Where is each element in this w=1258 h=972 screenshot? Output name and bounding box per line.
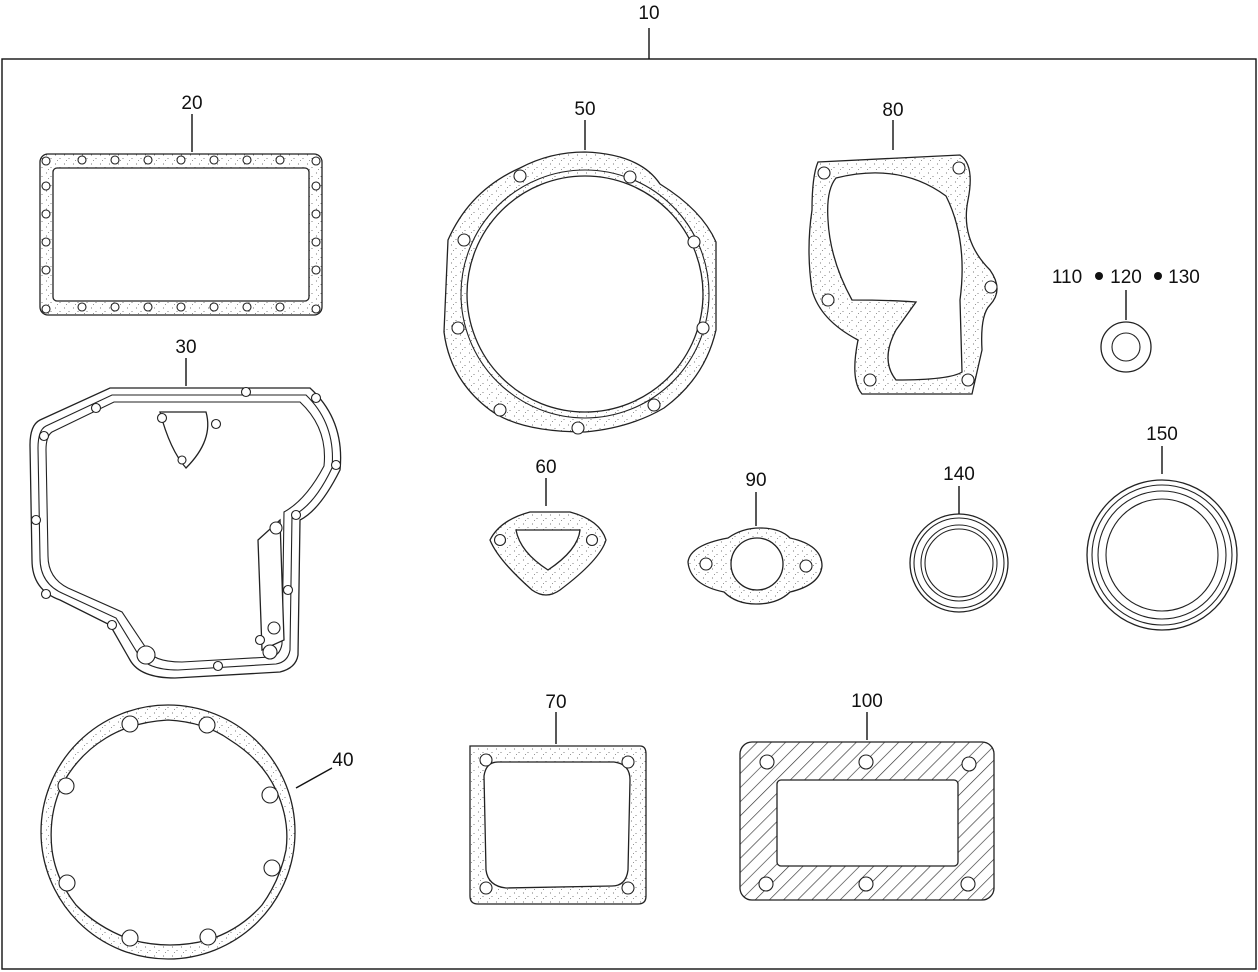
gasket-30: 30 [29,337,342,679]
label-80: 80 [882,100,903,121]
label-150: 150 [1146,424,1178,445]
gasket-90: 90 [687,470,823,605]
gasket-60: 60 [489,457,607,596]
gasket-50: 50 [443,99,717,435]
label-70: 70 [545,692,566,713]
seal-150: 150 [1086,424,1238,631]
label-130: 130 [1168,267,1200,288]
gasket-40: 40 [40,704,354,960]
label-90: 90 [745,470,766,491]
kit-label: 10 [638,3,659,24]
label-40: 40 [332,750,353,771]
label-120: 120 [1110,267,1142,288]
gasket-80: 80 [808,100,998,395]
gasket-100: 100 [739,691,995,901]
label-140: 140 [943,464,975,485]
label-110: 110 [1052,267,1082,288]
bullet-dot [1095,272,1103,280]
label-60: 60 [535,457,556,478]
washer-110-120-130: 110 120 130 [1052,267,1200,373]
label-30: 30 [175,337,196,358]
label-50: 50 [574,99,595,120]
gasket-20: 20 [39,93,323,316]
label-20: 20 [181,93,202,114]
label-100: 100 [851,691,883,712]
gasket-70: 70 [469,692,647,905]
kit-frame: 10 [1,3,1257,970]
bullet-dot [1154,272,1162,280]
seal-140: 140 [909,464,1009,613]
